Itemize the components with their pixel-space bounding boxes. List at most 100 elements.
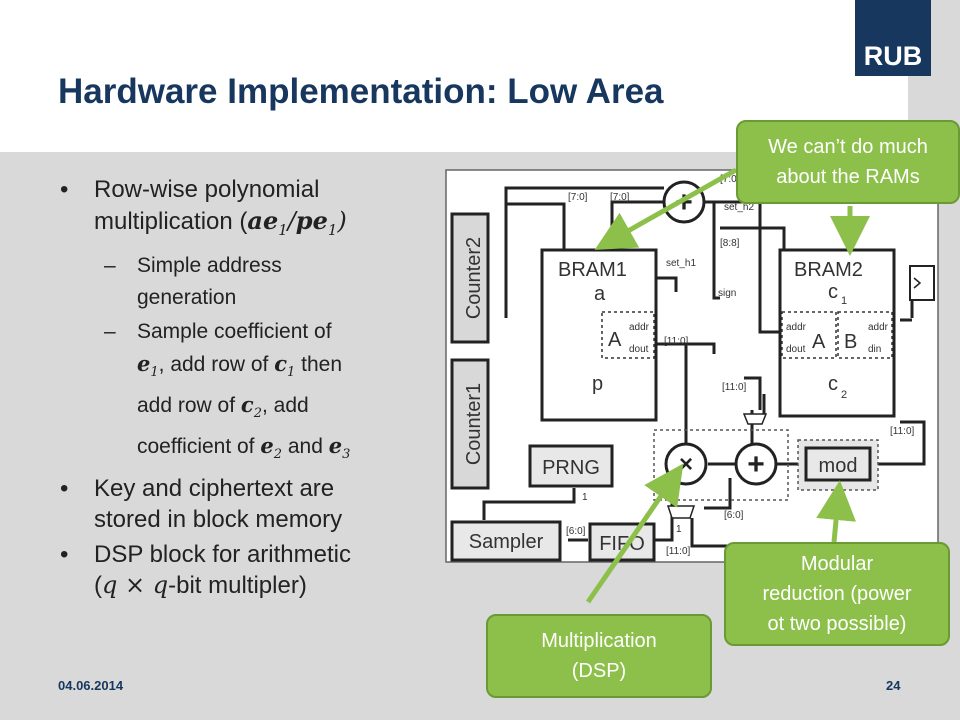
label-7-0-a: [7:0] [568, 192, 588, 203]
bullet-list: Row-wise polynomial multiplication (ae1/… [60, 174, 432, 605]
label-sign: sign [718, 288, 736, 299]
mux-lower [666, 505, 696, 519]
label-11-0-a: [11:0] [664, 336, 688, 347]
subbullet-sample: – Sample coefficient of e 1 , add row of c… [60, 316, 432, 472]
bram1-A-label: A [608, 329, 622, 351]
bullet-row-wise: Row-wise polynomial multiplication (ae1/… [60, 174, 432, 246]
bullet-key-ciphertext: Key and ciphertext are stored in block m… [60, 473, 432, 535]
label-6-0-b: [6:0] [724, 510, 744, 521]
mux-upper [742, 413, 768, 425]
subbullet-text: and [282, 435, 329, 459]
dash-marker: – [104, 253, 116, 277]
wire [690, 518, 728, 548]
math-subscript: 2 [273, 447, 283, 463]
label-set-h2: set_h2 [724, 202, 754, 213]
multiplier-symbol: × [679, 451, 693, 478]
subbullet-text: add row of [137, 393, 241, 417]
counter-adder-symbol: + [675, 186, 693, 219]
bram2-B-label: B [844, 331, 857, 353]
label-7-0-c: [7:0 [720, 174, 737, 185]
bram2-addr-a: addr [786, 322, 807, 333]
math-q: q [152, 571, 169, 600]
bram2-port-a [781, 311, 837, 359]
bullet-text: -bit multipler) [168, 572, 307, 600]
subbullet-address: – Simple address generation [60, 250, 432, 314]
wire [704, 478, 732, 510]
subbullet-text: generation [137, 285, 237, 309]
wire [744, 376, 762, 410]
label-one-a: 1 [582, 492, 588, 503]
mod-label: mod [819, 455, 858, 477]
bram2-dout-a: dout [786, 344, 806, 355]
math-subscript: 1 [287, 364, 296, 380]
math-subscript: 1 [278, 220, 288, 239]
bram2-addr-b: addr [868, 322, 889, 333]
counter2-label: Counter2 [463, 237, 485, 319]
callout-text: ot two possible) [767, 613, 907, 635]
callout-text: reduction (power [762, 583, 912, 605]
dash-marker: – [104, 319, 116, 343]
math-e: e [260, 433, 274, 459]
subbullet-text: Simple address [137, 253, 282, 277]
wire [758, 228, 780, 334]
bullet-text: DSP block for arithmetic [94, 541, 351, 569]
counter1-block [450, 358, 490, 490]
label-7-0-b: [7:0] [610, 192, 630, 203]
wire [504, 202, 566, 318]
fifo-label: FIFO [599, 533, 645, 555]
rub-logo: RUB [855, 0, 931, 76]
subbullet-text: , add row of [158, 352, 275, 376]
math-e: e [137, 350, 151, 376]
wire [656, 276, 678, 292]
callout-text: (DSP) [571, 660, 627, 682]
bullet-text: stored in block memory [94, 506, 343, 534]
bram1-a-label: a [594, 283, 606, 305]
bullet-text: multiplication ( [94, 208, 248, 235]
label-11-0-c: [11:0] [890, 426, 914, 437]
adder-circle [734, 442, 778, 486]
math-c: c [240, 391, 254, 417]
callout-text: We can’t do much [768, 136, 928, 158]
bullet-text: Key and ciphertext are [94, 475, 335, 503]
math-c: c [274, 350, 288, 376]
subbullet-text: coefficient of [137, 435, 261, 459]
counter1-label: Counter1 [463, 383, 485, 465]
bram1-p-label: p [592, 373, 603, 395]
register-clock-icon [913, 277, 922, 289]
page-number: 24 [886, 678, 901, 693]
bullet-text: Row-wise polynomial [94, 176, 320, 203]
sampler-block [450, 520, 562, 562]
math-times: × [117, 571, 153, 600]
counter2-block [450, 212, 490, 344]
bram1-port [601, 311, 655, 359]
bram2-c2-label: c [828, 373, 838, 395]
label-6-0-a: [6:0] [566, 526, 586, 537]
wire [482, 488, 576, 520]
bram2-A-label: A [812, 331, 826, 353]
bram1-addr: addr [629, 322, 650, 333]
bram2-c1-sub: 1 [841, 295, 847, 307]
label-11-0-d: [11:0] [666, 546, 690, 557]
math-paren: ) [337, 207, 347, 235]
bram2-din-b: din [868, 344, 881, 355]
bram1-label: BRAM1 [558, 259, 627, 281]
logo-text: RUB [863, 41, 923, 71]
callout-modular: Modular reduction (power ot two possible… [724, 542, 950, 646]
label-8-8: [8:8] [720, 238, 740, 249]
callout-text: Modular [800, 553, 874, 575]
math-pe: pe [295, 206, 328, 235]
math-slash: / [287, 207, 296, 235]
label-set-h1: set_h1 [666, 258, 696, 269]
wire [656, 342, 716, 354]
register-block [909, 265, 935, 301]
math-e: e [328, 433, 343, 459]
adder-symbol: + [747, 448, 765, 481]
mod-block [804, 446, 872, 482]
label-one-b: 1 [676, 524, 682, 535]
callout-text: about the RAMs [776, 166, 920, 188]
subbullet-text: then [295, 352, 343, 376]
sampler-label: Sampler [469, 531, 544, 553]
subbullet-text: Sample coefficient of [137, 319, 332, 343]
math-subscript: 2 [253, 406, 262, 422]
math-ae: ae [247, 206, 279, 235]
